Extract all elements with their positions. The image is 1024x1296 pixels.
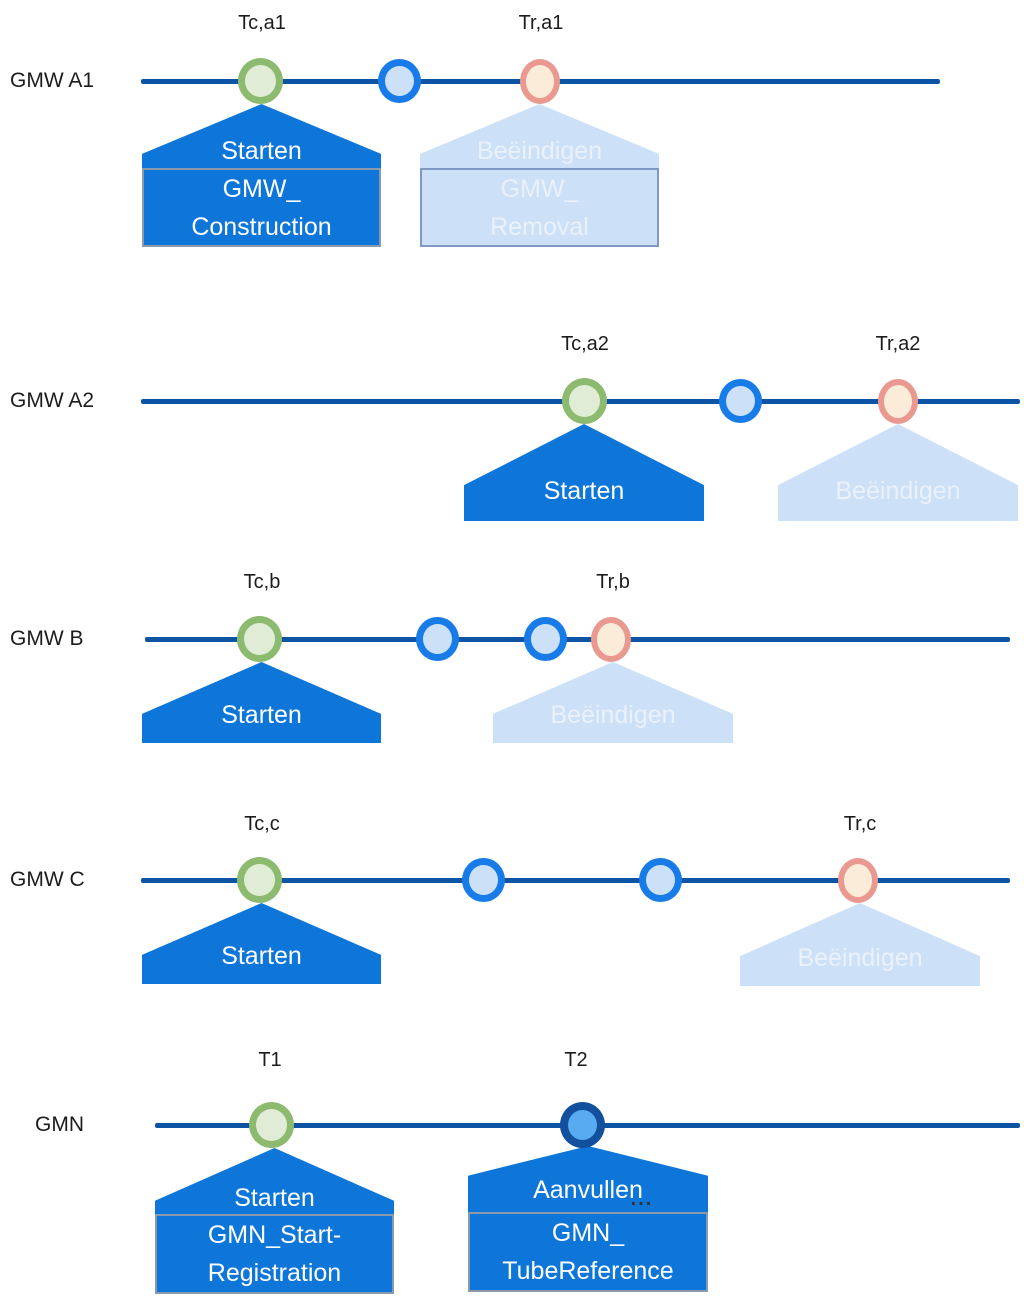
callout-label: Starten xyxy=(234,1183,315,1212)
time-label: Tc,a2 xyxy=(561,333,609,355)
start-event-marker xyxy=(237,58,283,104)
callout-pentagon-dark: Starten xyxy=(155,1148,394,1214)
start-event-marker xyxy=(236,857,282,903)
callout-box-line: TubeReference xyxy=(502,1257,674,1285)
callout-pentagon-dark: Starten xyxy=(142,104,381,168)
intermediate-event-marker xyxy=(415,617,459,661)
time-label: Tr,b xyxy=(596,571,630,593)
callout-box-dark: GMN_Start- Registration xyxy=(155,1214,394,1294)
end-event-marker xyxy=(878,378,918,424)
callout-pentagon-dark: Aanvullen xyxy=(468,1146,708,1212)
callout-box-light: GMW_ Removal xyxy=(420,168,659,247)
timeline-line xyxy=(145,636,1010,642)
callout-box-dark: GMN_ TubeReference xyxy=(468,1212,708,1292)
callout-label: Beëindigen xyxy=(550,700,676,729)
callout-box-dark: GMW_ Construction xyxy=(142,168,381,247)
time-label: T1 xyxy=(258,1049,282,1071)
callout-label: Aanvullen xyxy=(533,1175,643,1204)
callout-label: Starten xyxy=(221,136,302,165)
intermediate-event-marker xyxy=(718,379,762,423)
time-label: Tr,c xyxy=(843,813,877,835)
row-label: GMW A2 xyxy=(10,389,95,412)
end-event-marker xyxy=(520,58,560,104)
tube-reference-event-marker xyxy=(559,1102,605,1148)
callout-box-line: GMN_Start- xyxy=(207,1221,342,1249)
start-event-marker xyxy=(561,378,607,424)
callout-box-line: Removal xyxy=(490,212,589,241)
time-label: Tc,a1 xyxy=(238,12,286,34)
intermediate-event-marker xyxy=(377,59,421,103)
timeline-line xyxy=(141,877,1010,883)
row-label: GMW A1 xyxy=(10,69,95,92)
row-label: GMW B xyxy=(10,627,84,650)
callout-pentagon-light: Beëindigen xyxy=(493,662,733,743)
callout-box-line: GMN_ xyxy=(551,1219,625,1247)
callout-pentagon-light: Beëindigen xyxy=(778,424,1018,521)
callout-label: Beëindigen xyxy=(797,943,923,972)
time-label: Tc,b xyxy=(243,571,281,593)
end-event-marker xyxy=(591,616,631,662)
callout-pentagon-dark: Starten xyxy=(142,903,381,984)
start-event-marker xyxy=(248,1102,294,1148)
callout-pentagon-light: Beëindigen xyxy=(740,903,980,986)
callout-box-line: GMW_ xyxy=(500,174,579,203)
time-label: Tr,a2 xyxy=(875,333,921,355)
ellipsis-annotation: ... xyxy=(630,1188,654,1210)
intermediate-event-marker xyxy=(638,858,682,902)
row-label: GMW C xyxy=(10,868,85,891)
callout-box-line: GMW_ xyxy=(222,174,301,203)
time-label: Tc,c xyxy=(244,813,280,835)
time-label: Tr,a1 xyxy=(518,12,564,34)
callout-pentagon-dark: Starten xyxy=(464,424,704,521)
callout-label: Starten xyxy=(221,700,302,729)
callout-pentagon-light: Beëindigen xyxy=(420,104,659,168)
end-event-marker xyxy=(838,857,878,903)
callout-box-line: Registration xyxy=(207,1259,342,1287)
callout-label: Starten xyxy=(221,941,302,970)
callout-label: Starten xyxy=(543,476,625,505)
callout-label: Beëindigen xyxy=(835,476,961,505)
callout-pentagon-dark: Starten xyxy=(142,662,381,743)
start-event-marker xyxy=(236,616,282,662)
time-label: T2 xyxy=(564,1049,588,1071)
callout-box-line: Construction xyxy=(191,212,332,241)
row-label: GMN xyxy=(35,1113,84,1136)
callout-label: Beëindigen xyxy=(476,136,603,165)
intermediate-event-marker xyxy=(523,617,567,661)
intermediate-event-marker xyxy=(461,858,505,902)
